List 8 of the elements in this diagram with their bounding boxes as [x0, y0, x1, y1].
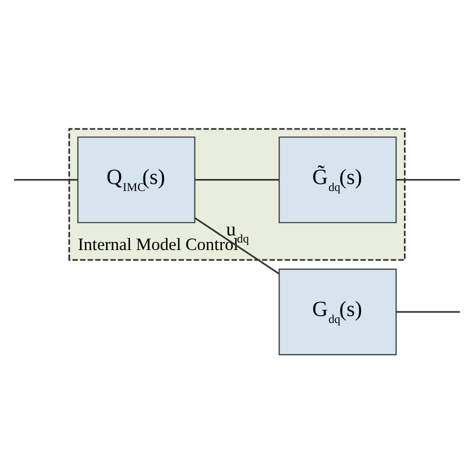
connector [194, 216, 280, 274]
connector [14, 178, 78, 180]
connector [396, 310, 460, 312]
node-box: Q$_{IMC}$(s) [77, 136, 196, 223]
connector [195, 178, 280, 180]
node-box: G$_{dq}$(s) [278, 268, 397, 355]
node-box: G̃$_{dq}$(s) [278, 136, 397, 223]
connector [396, 178, 460, 180]
